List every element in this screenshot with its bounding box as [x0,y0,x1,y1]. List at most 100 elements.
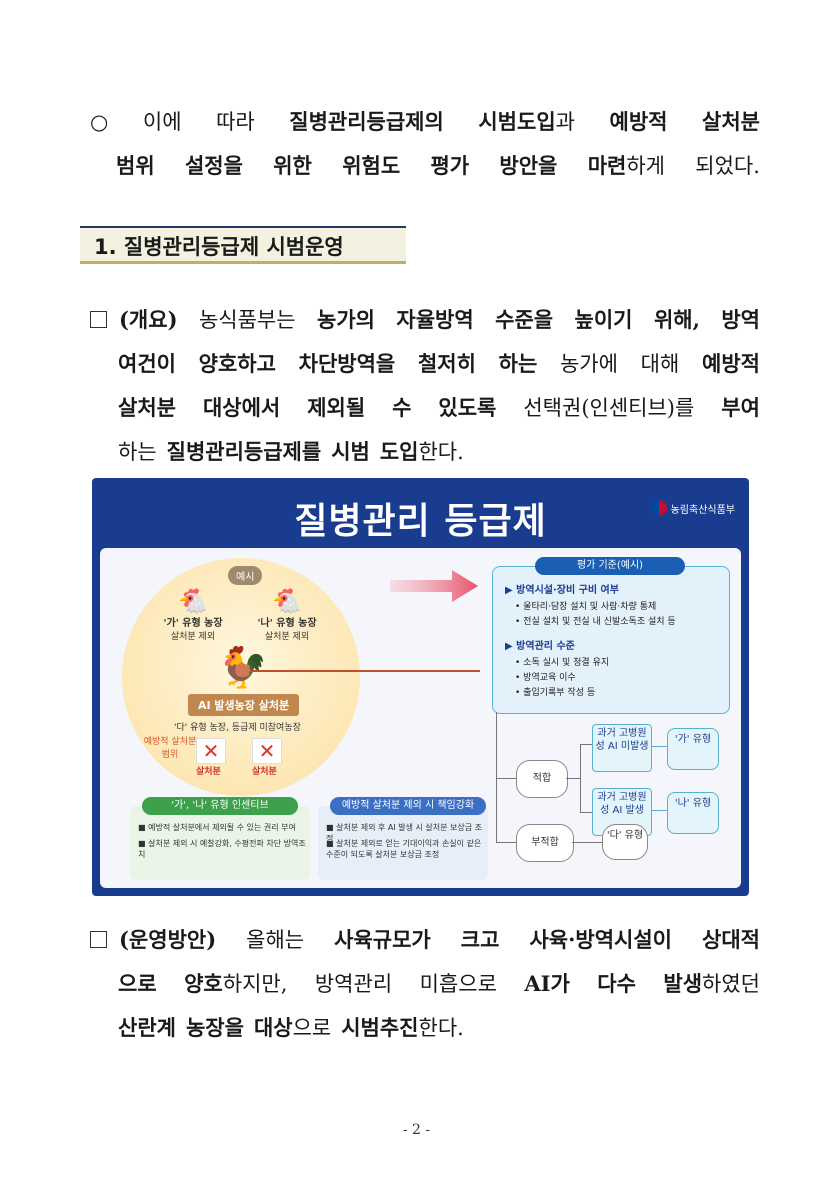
word: 살처분 [702,109,760,134]
square-bullet-icon [90,931,107,948]
responsibility-item: ■ 살처분 제외로 얻는 기대이익과 손실이 같은 수준이 되도록 살처분 보상… [326,839,482,859]
culling-x-icon: ✕ [252,738,282,764]
criteria-item: • 울타리·담장 설치 및 사람·차량 통제 [515,602,657,612]
word: 대상으로 [253,1015,332,1040]
page-number: - 2 - [402,1122,431,1138]
word: 살처분 [118,395,176,420]
word: 여건이 [118,351,176,376]
overview-line-3: 살처분 대상에서 제외될 수 있도록 선택권(인센티브)를 부여 [90,386,760,430]
word: 위한 [273,153,312,178]
word: 범위 [116,153,155,178]
word: 사육규모가 [334,927,431,952]
criteria-item: • 출입기록부 작성 등 [515,688,596,698]
section-heading: 1. 질병관리등급제 시범운영 [80,226,406,264]
criteria-box: 평가 기준(예시) ▶ 방역시설·장비 구비 여부 • 울타리·담장 설치 및 … [492,557,730,714]
word: 설정을 [184,153,243,178]
farm-b-label: '나' 유형 농장 [257,618,317,629]
incentive-item: ■ 예방적 살처분에서 제외될 수 있는 권리 부여 [138,823,296,832]
right-arrow-icon [390,570,478,602]
word: 있도록 [438,395,497,420]
word: 으로 [118,971,157,996]
incentive-item: ■ 살처분 제외 시 예찰강화, 수평전파 차단 방역조치 [138,839,306,859]
word: AI가 [524,971,570,996]
word: 제외될 [307,395,366,420]
tree-line [496,712,497,842]
intro-paragraph: ○ 이에 따라 질병관리등급제의 시범도입과 예방적 살처분 범위 설정을 위한… [90,100,760,188]
word: 도입한다. [379,439,464,464]
suitable-node: 적합 [516,760,568,798]
farm-b: 🐔 '나' 유형 농장 살처분 제외 [252,588,322,642]
operation-line-3: 산란계 농장을 대상으로 시범추진한다. [90,1006,760,1050]
word: 되었다. [695,154,760,178]
word: 방역관리 [314,972,393,996]
example-tag: 예시 [228,566,263,585]
operation-line-2: 으로 양호하지만, 방역관리 미흡으로 AI가 다수 발생하였던 [90,962,760,1006]
word: 상대적 [702,927,760,952]
criteria-item: • 전실 설치 및 전실 내 신발소독조 설치 등 [515,617,676,627]
word: 차단방역을 [298,351,396,376]
word: 시범 [331,439,370,464]
figure-panel: 예시 🐔 '가' 유형 농장 살처분 제외 🐔 '나' 유형 농장 살처분 제외… [100,548,741,888]
criteria-title: 평가 기준(예시) [535,557,685,575]
criteria-item: • 소독 실시 및 청결 유지 [515,658,610,668]
word: 농가의 [317,307,375,332]
overview-line-1: (개요) 농식품부는 농가의 자율방역 수준을 높이기 위해, 방역 [90,298,760,342]
criteria-heading: ▶ 방역시설·장비 구비 여부 [505,585,619,596]
word: 예방적 [702,351,760,376]
word: 높이기 [574,307,633,332]
overview-line-2: 여건이 양호하고 차단방역을 철저히 하는 농가에 대해 예방적 [90,342,760,386]
type-a-node: '가' 유형 [667,728,719,770]
culling-range-circle [122,558,360,796]
word: 하는 [498,351,538,376]
farm-a-sub: 살처분 제외 [170,632,216,642]
type-b-node: '나' 유형 [667,792,719,834]
criteria-heading: ▶ 방역관리 수준 [505,641,575,652]
word: (개요) [90,298,178,342]
word: 부여 [721,395,760,420]
farm-a-label: '가' 유형 농장 [163,618,223,629]
tree-line [651,746,667,747]
word: 크고 [460,927,500,952]
word: 발생하였던 [663,971,760,996]
operation-paragraph: (운영방안) 올해는 사육규모가 크고 사육·방역시설이 상대적 으로 양호하지… [90,918,760,1050]
past-no-ai-node: 과거 고병원성 AI 미발생 [592,724,652,772]
culling-x-icon: ✕ [196,738,226,764]
taegeuk-icon [650,500,667,516]
outbreak-sublabel: '다' 유형 농장, 등급제 미참여농장 [174,723,301,733]
word: 따라 [216,110,255,134]
word: 선택권(인센티브)를 [523,396,695,420]
word: 예방적 [609,109,668,134]
responsibility-title: 예방적 살처분 제외 시 책임강화 [330,797,486,815]
word: 올해는 [246,928,305,952]
word: 마련하게 [587,153,665,178]
word: 위험도 [342,153,401,178]
word: 양호하고 [198,351,276,376]
culling-label: 살처분 [196,767,221,777]
spread-arrow-line [250,670,480,672]
tree-line [566,778,580,779]
overview-paragraph: (개요) 농식품부는 농가의 자율방역 수준을 높이기 위해, 방역 여건이 양… [90,298,760,474]
word: 방안을 [499,153,558,178]
type-c-node: '다' 유형 [602,824,648,860]
intro-line-2: 범위 설정을 위한 위험도 평가 방안을 마련하게 되었다. [90,144,760,188]
tree-line [580,812,592,813]
unsuitable-node: 부적합 [516,824,574,862]
incentive-title: '가', '나' 유형 인센티브 [142,797,298,815]
word: 대상에서 [202,395,281,420]
word: 방역 [721,307,760,332]
word: 농식품부는 [198,308,296,332]
tree-line [572,842,602,843]
farm-b-sub: 살처분 제외 [264,632,310,642]
responsibility-box: 예방적 살처분 제외 시 책임강화 ■ 살처분 제외 후 AI 발생 시 살처분… [318,797,488,880]
word: 사육·방역시설이 [529,927,672,952]
word: 하는 [118,440,157,464]
word: 양호하지만, [184,971,288,996]
word: 시범도입과 [478,109,575,134]
word: 철저히 [417,351,476,376]
chicken-icon: 🐔 [178,587,208,615]
range-label: 예방적 살처분 범위 [143,737,197,760]
word: 자율방역 [396,307,474,332]
overview-line-4: 하는 질병관리등급제를 시범 도입한다. [90,430,760,474]
intro-line-1: ○ 이에 따라 질병관리등급제의 시범도입과 예방적 살처분 [90,100,760,144]
square-bullet-icon [90,311,107,328]
